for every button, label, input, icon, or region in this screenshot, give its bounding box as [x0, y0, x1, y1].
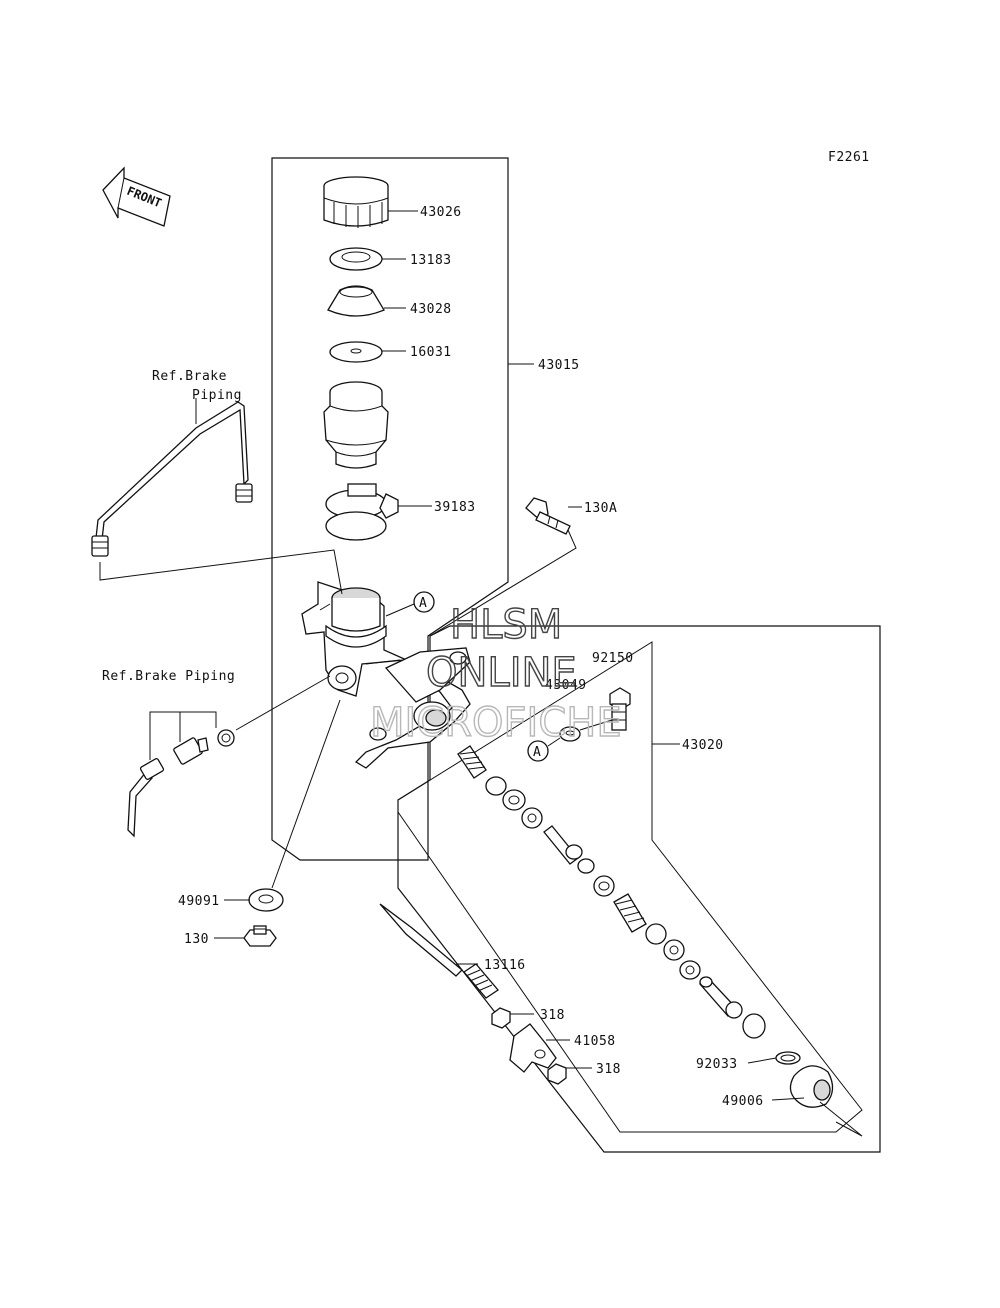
reservoir-plate [329, 247, 383, 271]
part-label-43015: 43015 [538, 358, 580, 373]
callout-a-upper-letter: A [419, 596, 427, 611]
callout-a-lower: A [527, 740, 549, 762]
part-label-49006: 49006 [722, 1094, 764, 1109]
clevis-41058 [509, 1023, 557, 1073]
part-label-92033: 92033 [696, 1057, 738, 1072]
reservoir-tank [323, 381, 389, 469]
callout-a-lower-letter: A [533, 745, 541, 760]
master-cylinder-body [301, 581, 471, 769]
part-label-43028: 43028 [410, 302, 452, 317]
ref-brake-piping-upper-line1: Ref.Brake [152, 369, 227, 384]
hose-clamp [325, 483, 399, 541]
push-rod [379, 903, 499, 999]
piston-kit-parts [457, 745, 834, 1108]
assembly-43015-frame [271, 157, 509, 861]
plug-130 [243, 925, 277, 947]
nut-318-upper [491, 1007, 511, 1029]
ref-brake-piping-lower: Ref.Brake Piping [102, 669, 235, 684]
watermark-line3: MICROFICHE [370, 700, 622, 746]
part-label-130a: 130A [584, 501, 617, 516]
part-label-49091: 49091 [178, 894, 220, 909]
part-label-92150: 92150 [592, 651, 634, 666]
part-label-43026: 43026 [420, 205, 462, 220]
leader-lines [214, 210, 805, 1101]
front-arrow-icon: FRONT [102, 166, 171, 227]
bolt-130a [525, 497, 571, 535]
part-label-318-lower: 318 [596, 1062, 621, 1077]
part-label-43049: 43049 [545, 678, 587, 693]
diagram-code: F2261 [828, 150, 870, 165]
callout-a-upper: A [385, 591, 435, 617]
watermark-line1: HLSM [450, 602, 562, 648]
subassembly-43020-inner-frame [397, 641, 863, 1133]
part-label-130: 130 [184, 932, 209, 947]
part-label-41058: 41058 [574, 1034, 616, 1049]
part-label-39183: 39183 [434, 500, 476, 515]
part-label-13183: 13183 [410, 253, 452, 268]
ref-brake-piping-upper-line2: Piping [192, 388, 242, 403]
washer-43049 [559, 726, 581, 742]
reservoir-cap [323, 176, 389, 228]
washer-49091 [248, 888, 284, 912]
brake-pipe-lower [127, 729, 235, 838]
watermark-line2: ONLINE [426, 650, 577, 696]
part-label-13116: 13116 [484, 958, 526, 973]
bolt-92150 [609, 687, 631, 731]
reservoir-diaphragm [327, 285, 385, 317]
part-label-43020: 43020 [682, 738, 724, 753]
brake-pipe-upper [91, 401, 253, 557]
float-washer [329, 341, 383, 363]
nut-318-lower [547, 1063, 567, 1085]
part-label-318-upper: 318 [540, 1008, 565, 1023]
part-label-16031: 16031 [410, 345, 452, 360]
